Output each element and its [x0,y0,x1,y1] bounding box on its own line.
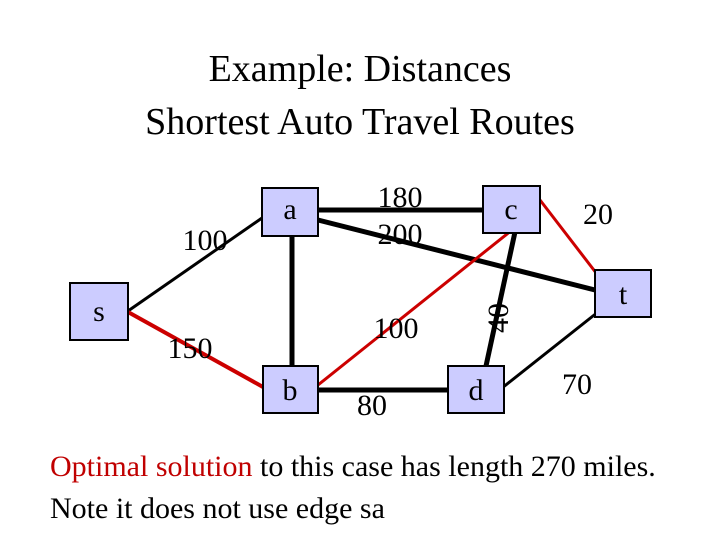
weight-s-b: 150 [168,332,213,365]
caption-highlight: Optimal solution [50,450,253,483]
node-a: a [261,187,319,237]
caption: Optimal solution to this case has length… [50,446,710,530]
node-c: c [482,185,541,234]
node-t-label: t [619,278,628,311]
node-b: b [262,365,319,414]
title-line-1: Example: Distances [208,48,512,90]
node-s: s [69,282,129,341]
caption-text: to this case has length 270 miles. Note … [50,450,656,525]
edge-s-b-optimal [127,310,264,389]
weight-d-t: 70 [562,368,592,401]
node-d: d [447,365,505,414]
edge-a-t [317,217,596,293]
weight-c-d: 40 [482,303,515,333]
edge-c-d [483,231,518,367]
weight-a-c-top: 180 [378,181,423,214]
weight-center: 100 [374,312,419,345]
node-a-label: a [283,193,296,226]
edge-c-t-optimal [538,199,602,279]
node-s-label: s [93,295,105,328]
edge-b-c-optimal [317,228,513,387]
node-c-label: c [504,193,517,226]
node-d-label: d [469,374,484,407]
weight-s-a: 100 [183,224,228,257]
edge-d-t [501,310,599,390]
weight-a-c-bottom: 200 [378,218,423,251]
title-line-2: Shortest Auto Travel Routes [145,101,575,143]
edge-s-a [127,216,263,313]
weight-c-t: 20 [583,198,613,231]
node-b-label: b [283,374,298,407]
node-t: t [594,269,652,318]
weight-b-d: 80 [357,389,387,422]
